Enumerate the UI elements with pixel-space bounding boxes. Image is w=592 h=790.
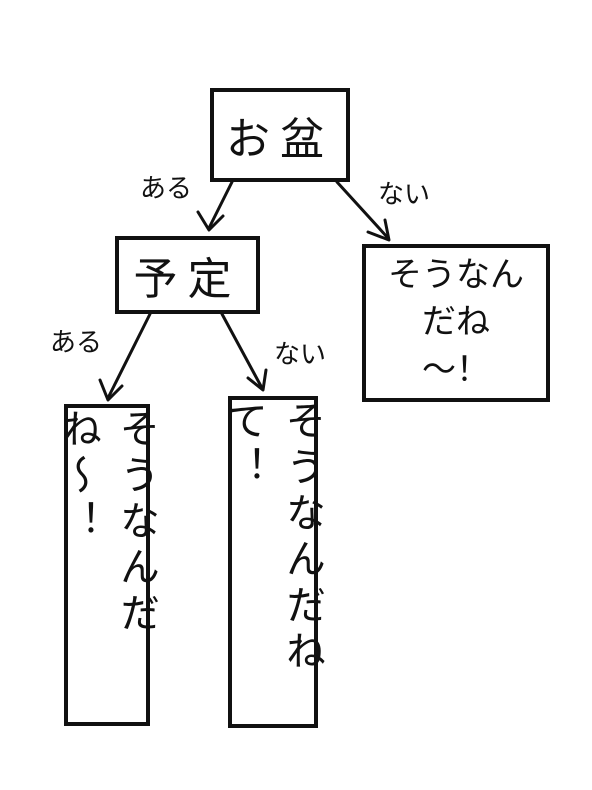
edge-root-to-plan bbox=[207, 180, 234, 230]
edge-label-root-yes: ある bbox=[140, 174, 193, 204]
arrowhead-root-to-plan bbox=[196, 210, 225, 232]
edge-label-plan-no: ない bbox=[274, 340, 327, 370]
edge-plan-to-yes bbox=[106, 312, 152, 400]
node-plan: 予定 bbox=[115, 236, 260, 314]
node-root: お盆 bbox=[210, 88, 350, 182]
node-plan-no: そうなんだねて！ bbox=[221, 396, 325, 728]
edge-plan-to-no bbox=[220, 312, 264, 390]
edge-root-to-no bbox=[335, 180, 390, 240]
arrowhead-root-to-no bbox=[366, 218, 391, 242]
edge-label-root-no: ない bbox=[378, 180, 431, 210]
arrowhead-plan-to-yes bbox=[98, 378, 124, 402]
node-root-no: そうなん だね 〜！ bbox=[362, 244, 550, 402]
arrowhead-plan-to-no bbox=[246, 368, 268, 392]
edge-label-plan-yes: ある bbox=[50, 328, 103, 358]
node-plan-yes: そうなんだね〜！ bbox=[55, 404, 159, 726]
